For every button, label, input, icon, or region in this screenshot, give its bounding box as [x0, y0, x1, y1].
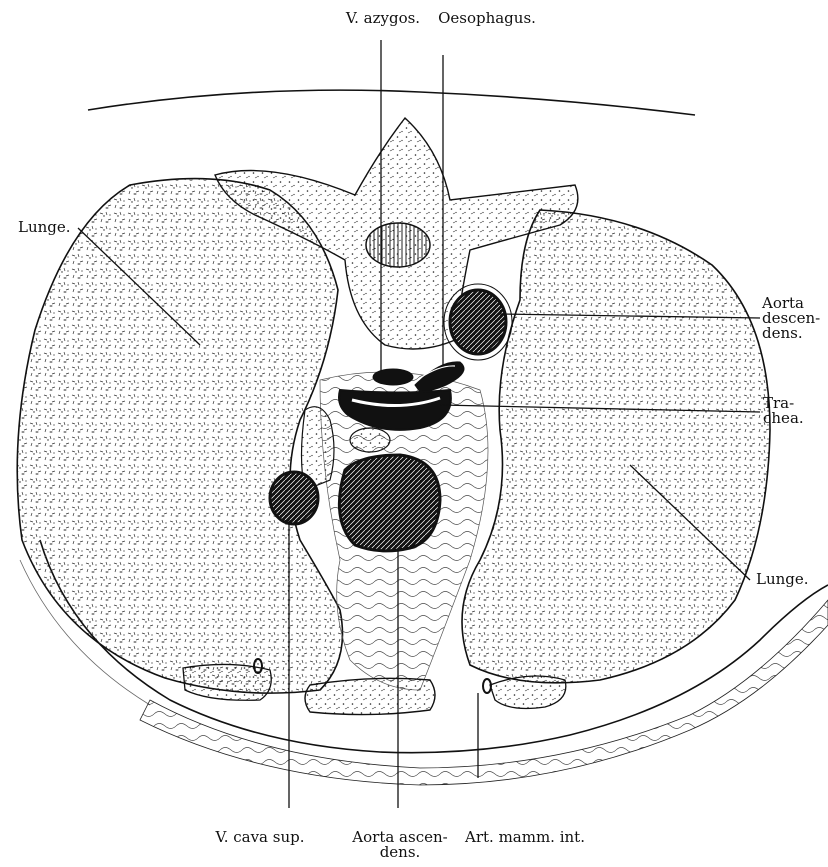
label-lunge-left: Lunge.	[18, 220, 71, 235]
aorta-ascendens-vessel	[339, 455, 440, 551]
label-trachea-line2: chea.	[763, 411, 804, 426]
label-aorta-descendens: Aorta descen- dens.	[762, 296, 820, 341]
label-oesophagus: Oesophagus.	[432, 11, 542, 26]
spinal-canal	[366, 223, 430, 267]
label-aorta-descendens-line3: dens.	[762, 326, 820, 341]
sternum	[305, 678, 435, 714]
label-trachea: Tra- chea.	[763, 396, 804, 426]
lung-left	[17, 179, 342, 694]
label-aorta-ascendens-line2: dens.	[340, 845, 460, 860]
label-v-cava-sup: V. cava sup.	[205, 830, 315, 845]
label-lunge-right: Lunge.	[756, 572, 809, 587]
costal-cartilage-left	[183, 664, 271, 700]
lymph-node	[350, 428, 390, 452]
costal-cartilage-right	[490, 676, 566, 708]
label-aorta-ascendens: Aorta ascen- dens.	[340, 830, 460, 860]
v-cava-sup-vessel	[270, 472, 318, 524]
label-art-mamm-int: Art. mamm. int.	[455, 830, 595, 845]
label-v-azygos: V. azygos.	[328, 11, 438, 26]
lung-right	[462, 210, 770, 683]
v-azygos-vessel	[373, 369, 413, 385]
back-skin-contour	[88, 90, 695, 115]
aorta-descendens-vessel	[450, 290, 506, 354]
